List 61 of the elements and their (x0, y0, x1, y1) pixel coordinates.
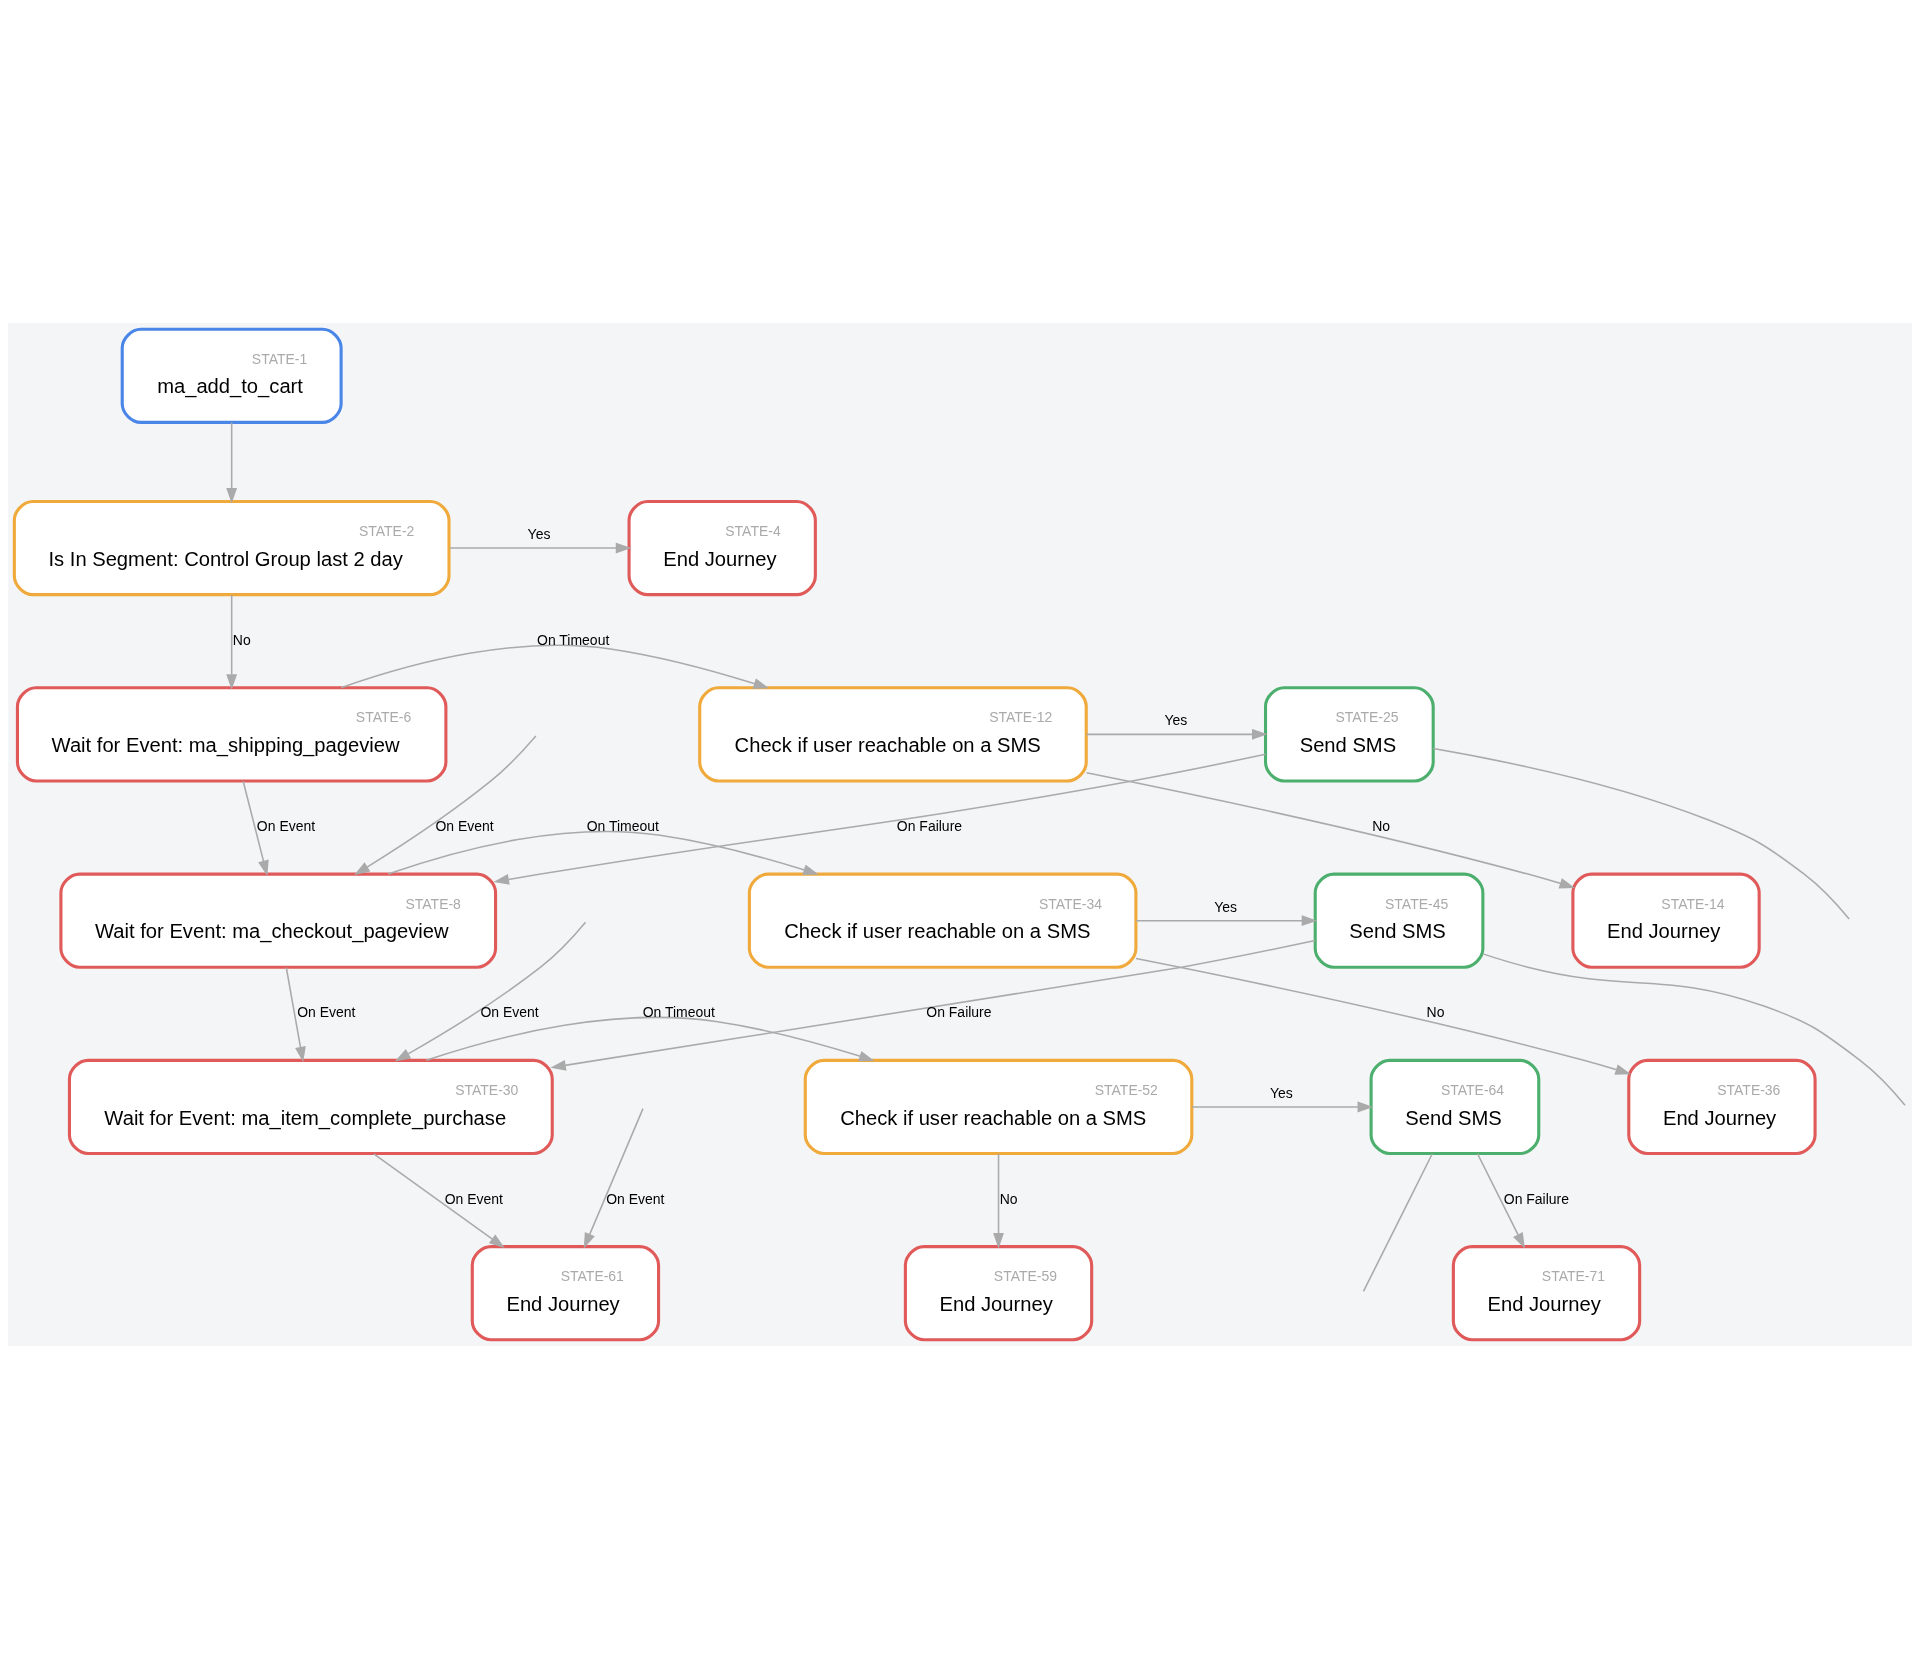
connector (1362, 1152, 1434, 1292)
arrow (340, 644, 770, 689)
arrow (1476, 1152, 1525, 1248)
node-box: STATE-1 ma_add_to_cart (120, 327, 343, 424)
arrow (493, 753, 1267, 885)
edge-label: Yes (1270, 1084, 1293, 1101)
arrow (1191, 1101, 1374, 1112)
arrow (354, 734, 537, 875)
node-box: STATE-2 Is In Segment: Control Group last 2 day (12, 499, 451, 596)
arrow (993, 1152, 1004, 1249)
node-box: STATE-45 Send SMS (1313, 872, 1485, 969)
arrow (448, 542, 632, 554)
connector (1482, 952, 1906, 1106)
node-box: STATE-64 Send SMS (1369, 1058, 1541, 1155)
connector (1432, 747, 1850, 920)
arrow (387, 830, 819, 875)
edge-label: On Event (256, 817, 316, 834)
edge-label: On Event (297, 1003, 356, 1020)
edge-label: No (232, 631, 251, 648)
node-box: STATE-34 Check if user reachable on a SMS (747, 872, 1138, 969)
arrow (1135, 957, 1631, 1075)
node-box: STATE-6 Wait for Event: ma_shipping_pageview (15, 685, 448, 782)
arrow (373, 1152, 505, 1248)
node-box: STATE-36 End Journey (1627, 1058, 1817, 1155)
arrow (583, 1107, 644, 1248)
edge-label: On Event (444, 1189, 503, 1206)
node-box: STATE-4 End Journey (627, 499, 817, 596)
edge-label: On Failure (1503, 1189, 1570, 1206)
arrow (1135, 914, 1318, 926)
edge-label: On Timeout (537, 631, 610, 648)
edge-label: No (1426, 1003, 1445, 1020)
node-box: STATE-30 Wait for Event: ma_item_complete_purchase (67, 1058, 554, 1155)
node-box: STATE-12 Check if user reachable on a SMS (698, 685, 1088, 782)
edge-label: Yes (527, 525, 551, 542)
edge-label: No (1372, 817, 1391, 834)
edge-label: Yes (1214, 898, 1237, 915)
arrow (1085, 728, 1268, 740)
edge-label: On Timeout (586, 817, 659, 834)
arrow (1085, 771, 1576, 889)
arrow (242, 779, 269, 876)
edge-label: On Failure (926, 1003, 992, 1020)
node-box: STATE-71 End Journey (1451, 1244, 1642, 1341)
edge-label: On Failure (896, 817, 963, 834)
node-box: STATE-61 End Journey (470, 1244, 661, 1341)
node-box: STATE-52 Check if user reachable on a SMS (803, 1058, 1194, 1155)
edge-label: On Event (435, 817, 494, 834)
edge-label: On Timeout (642, 1003, 715, 1020)
arrow (285, 966, 306, 1062)
node-box: STATE-25 Send SMS (1264, 685, 1435, 782)
arrow (425, 1016, 875, 1061)
edge-label: On Event (480, 1003, 539, 1020)
node-box: STATE-59 End Journey (903, 1244, 1094, 1341)
edge-label: Yes (1164, 711, 1188, 728)
edge-label: No (999, 1189, 1018, 1206)
arrow (550, 939, 1316, 1071)
node-box: STATE-14 End Journey (1571, 872, 1761, 969)
node-box: STATE-8 Wait for Event: ma_checkout_pageview (59, 872, 498, 969)
arrow (226, 593, 238, 690)
edge-label: On Event (606, 1189, 665, 1206)
arrow (226, 421, 238, 503)
arrow (394, 921, 587, 1061)
